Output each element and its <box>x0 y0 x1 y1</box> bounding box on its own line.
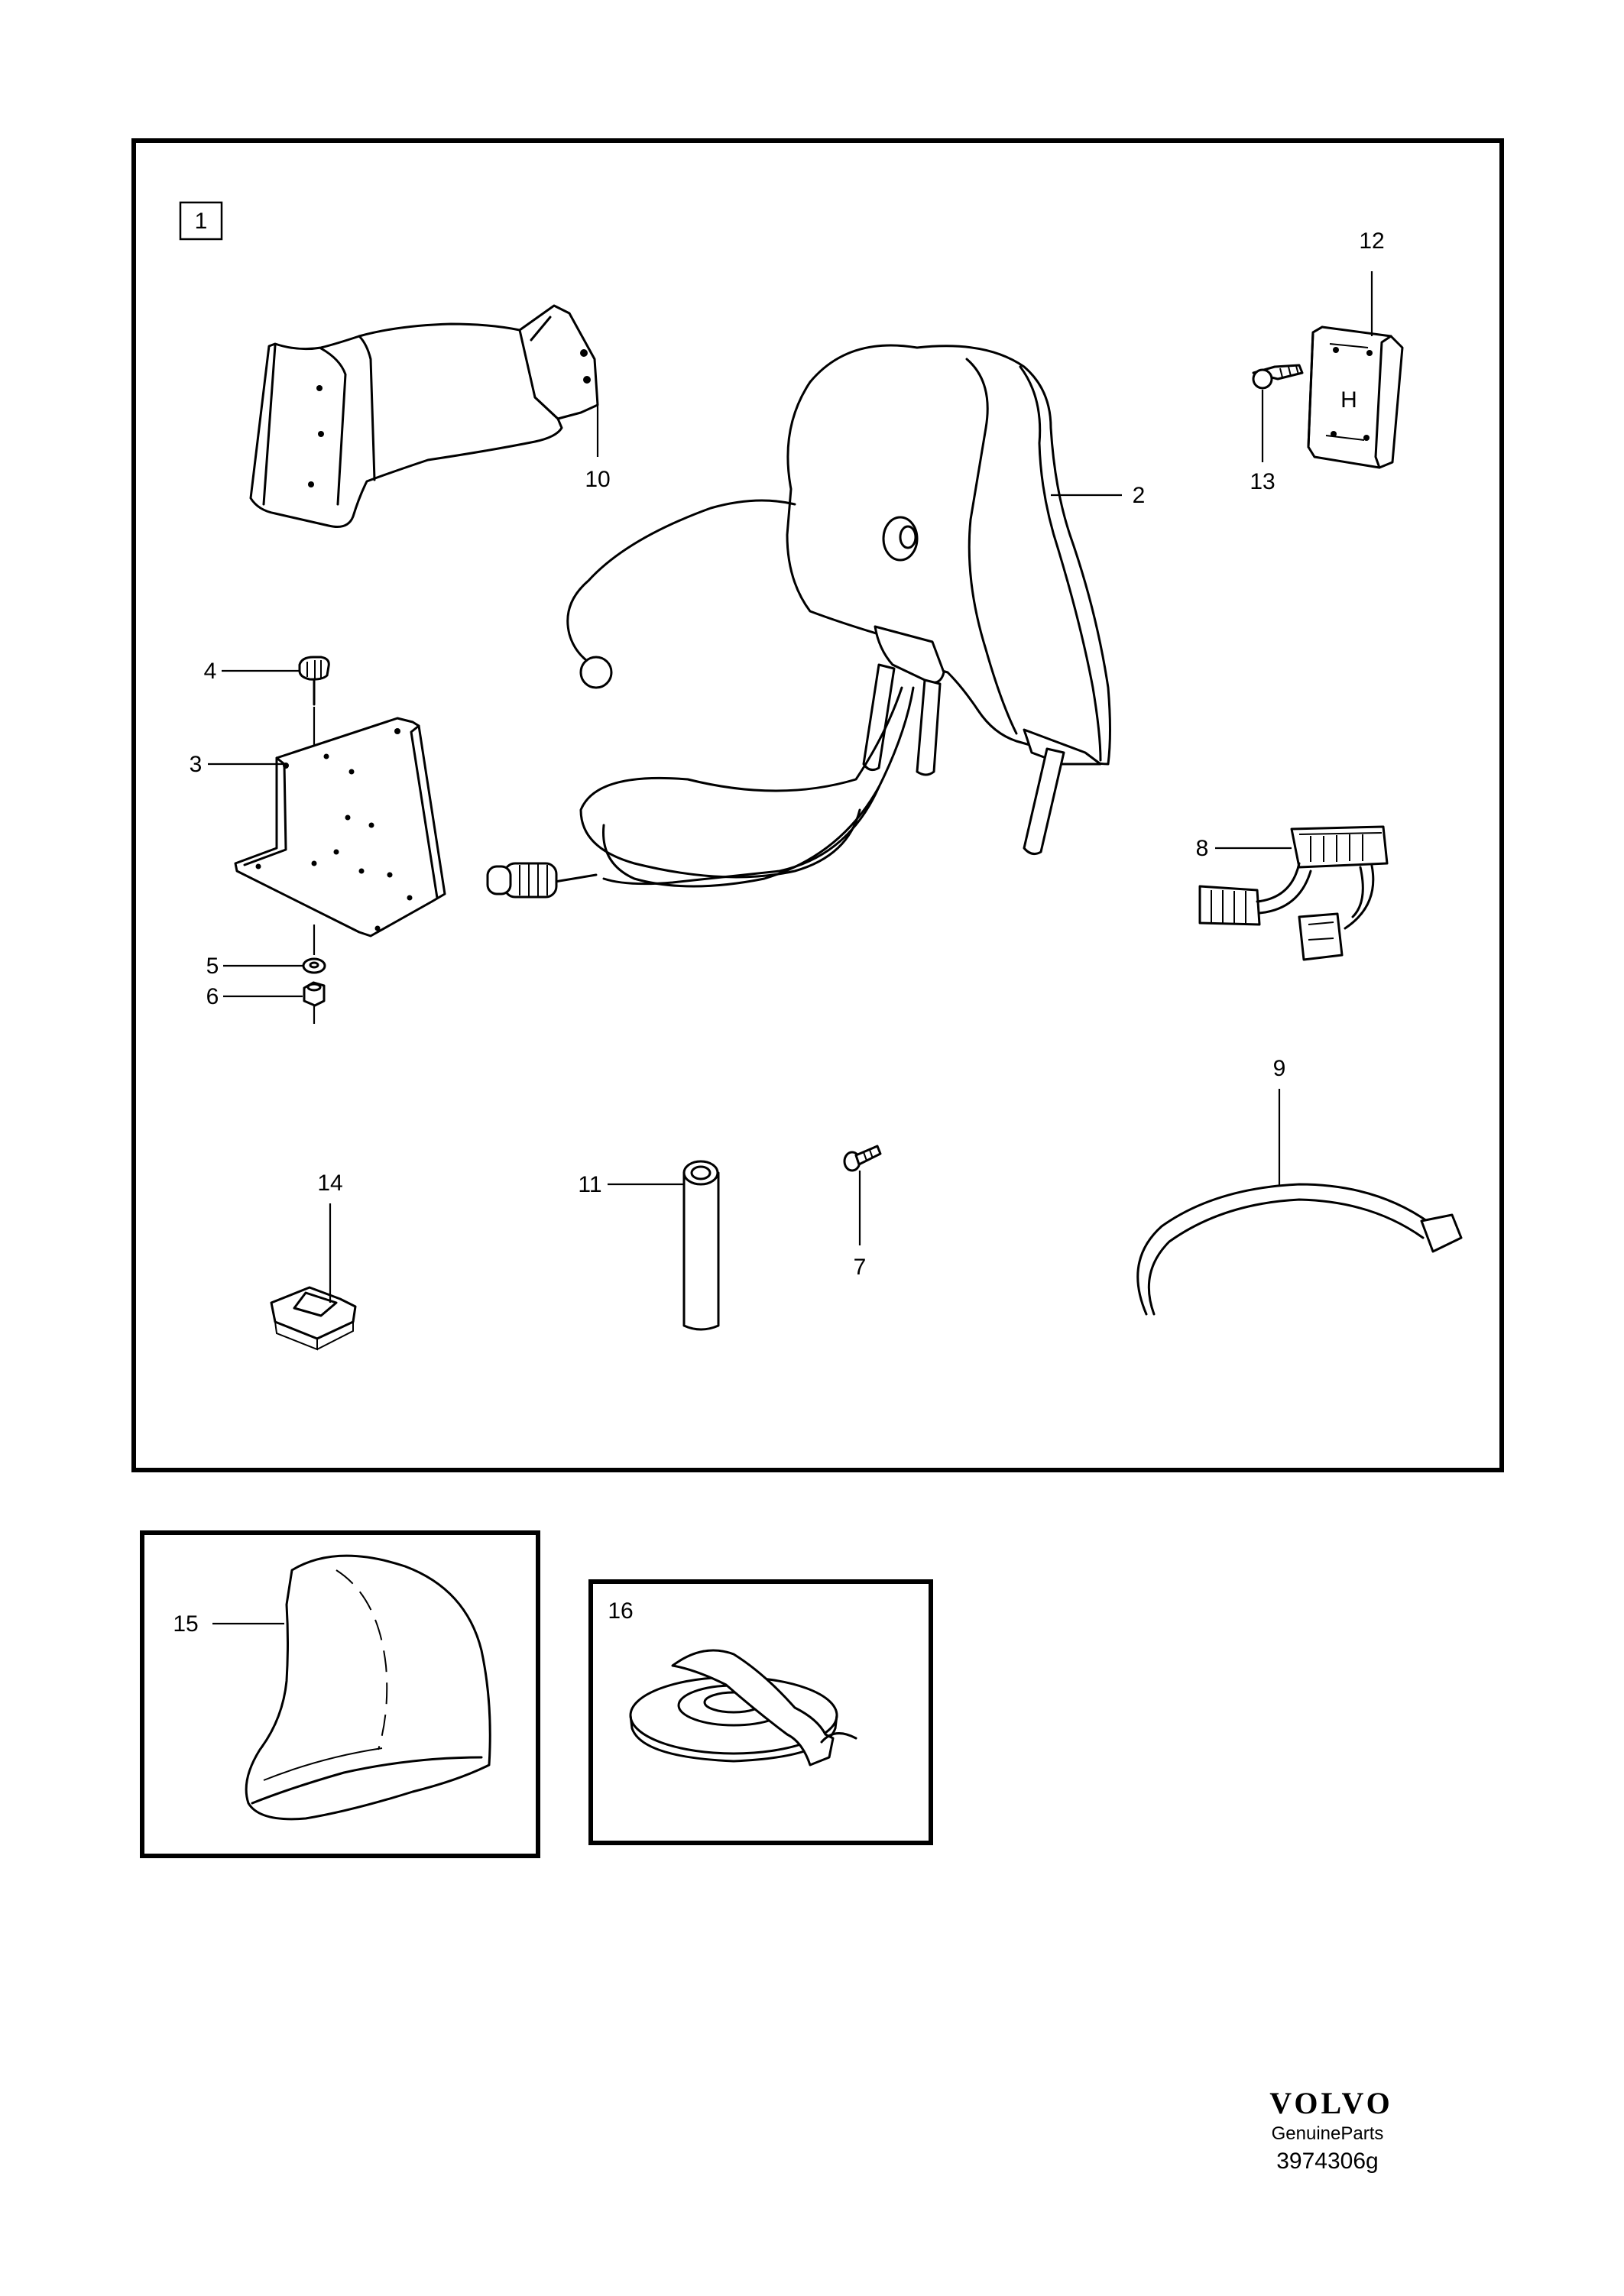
brand-tagline: GenuineParts <box>1272 2123 1384 2144</box>
callout-14: 14 <box>317 1171 342 1196</box>
kit-number-box <box>179 201 223 241</box>
part-9-cable-tie <box>1136 1183 1463 1316</box>
box-15-frame <box>140 1530 540 1858</box>
callout-3: 3 <box>190 752 203 777</box>
brand-logo: VOLVO <box>1269 2086 1392 2120</box>
callout-7: 7 <box>854 1255 867 1280</box>
part-13-screw <box>1252 364 1304 390</box>
part-6-nut <box>303 981 326 1024</box>
callout-9: 9 <box>1273 1056 1286 1081</box>
callout-10: 10 <box>585 467 610 492</box>
kit-frame <box>131 138 1504 1472</box>
part-14-clip <box>270 1286 357 1351</box>
part-10-bracket <box>249 304 599 528</box>
callout-2: 2 <box>1133 483 1146 508</box>
callout-15: 15 <box>173 1611 198 1637</box>
callout-4: 4 <box>204 659 217 684</box>
callout-12: 12 <box>1359 228 1384 254</box>
callout-5: 5 <box>206 954 219 979</box>
part-7-screw <box>843 1145 882 1172</box>
part-4-screw <box>298 656 330 706</box>
part-12-connector-block: H <box>1307 325 1404 469</box>
part-15-headrest-cover <box>245 1554 491 1821</box>
kit-number: 1 <box>195 209 208 234</box>
drawing-number: 3974306g <box>1276 2149 1378 2174</box>
part-5-washer <box>302 957 326 974</box>
callout-11: 11 <box>578 1172 601 1197</box>
callout-8: 8 <box>1196 836 1209 861</box>
part-8-harness <box>1198 825 1389 961</box>
callout-16: 16 <box>608 1598 633 1624</box>
callout-6: 6 <box>206 984 219 1009</box>
part-16-cap <box>629 1649 857 1767</box>
connector-letter: H <box>1340 387 1357 413</box>
part-11-tube <box>682 1160 720 1331</box>
part-2-headrest <box>486 344 1111 899</box>
part-3-mounting-plate <box>234 717 446 938</box>
callout-13: 13 <box>1250 469 1275 494</box>
box-16-frame <box>588 1579 933 1845</box>
